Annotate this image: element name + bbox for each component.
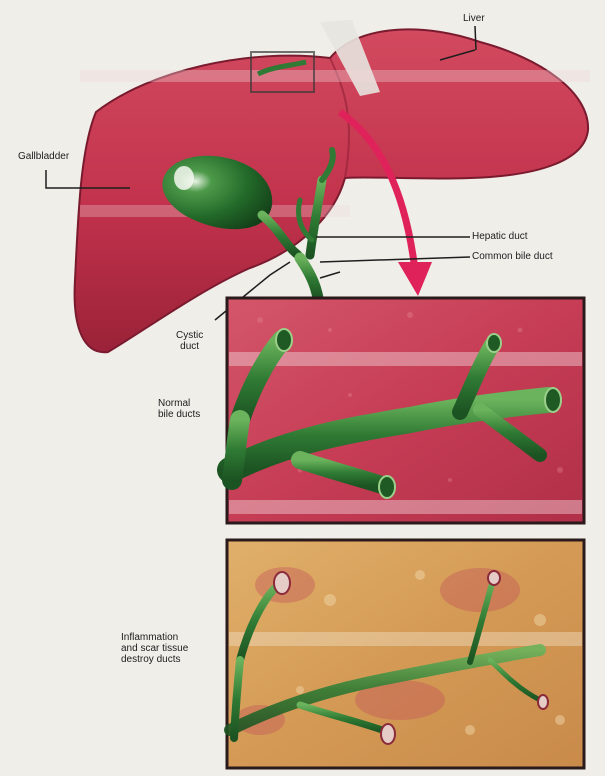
inflamed-ducts-panel (227, 540, 584, 768)
common-bile-duct-label: Common bile duct (472, 251, 553, 262)
liver-label: Liver (463, 13, 485, 24)
normal-bile-ducts-label: Normal bile ducts (158, 398, 200, 420)
gallbladder-label: Gallbladder (18, 151, 69, 162)
hepatic-duct-label: Hepatic duct (472, 231, 528, 242)
normal-ducts-panel (227, 298, 584, 523)
cystic-duct-label: Cystic duct (176, 330, 203, 352)
inflammation-label: Inflammation and scar tissue destroy duc… (121, 632, 188, 665)
common-bile-duct-path (300, 258, 318, 298)
